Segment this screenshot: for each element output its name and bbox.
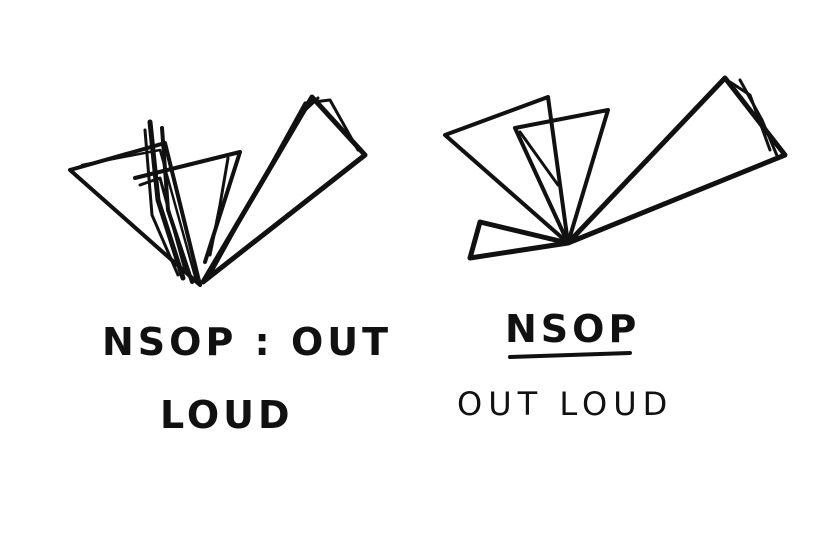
right-fan-triangle-3 — [513, 108, 610, 245]
left-logo-sketch — [68, 94, 368, 287]
right-fan-triangle-4 — [565, 75, 788, 246]
right-label-line2: OUT LOUD — [457, 385, 673, 423]
right-fan-triangle-4-echo-2 — [728, 80, 772, 152]
right-label-underline — [508, 351, 632, 359]
left-fan-scribble — [147, 119, 186, 281]
right-logo-sketch — [443, 75, 788, 261]
right-fan-triangle-3-echo — [518, 130, 560, 187]
right-fan-triangle-2 — [443, 95, 570, 245]
left-fan-triangle-3-echo-2 — [213, 96, 320, 264]
right-fan-triangle-1 — [467, 219, 571, 261]
left-fan-inner-stroke — [208, 156, 230, 257]
left-fan-triangle-2-echo — [138, 176, 187, 272]
left-fan-triangle-1 — [68, 141, 202, 287]
left-label-line2: LOUD — [160, 393, 294, 437]
right-label-line1: NSOP — [505, 307, 640, 351]
left-fan-triangle-1-echo — [80, 148, 198, 282]
left-label-line1: NSOP : OUT — [102, 320, 392, 364]
left-fan-scribble-3 — [143, 128, 180, 277]
